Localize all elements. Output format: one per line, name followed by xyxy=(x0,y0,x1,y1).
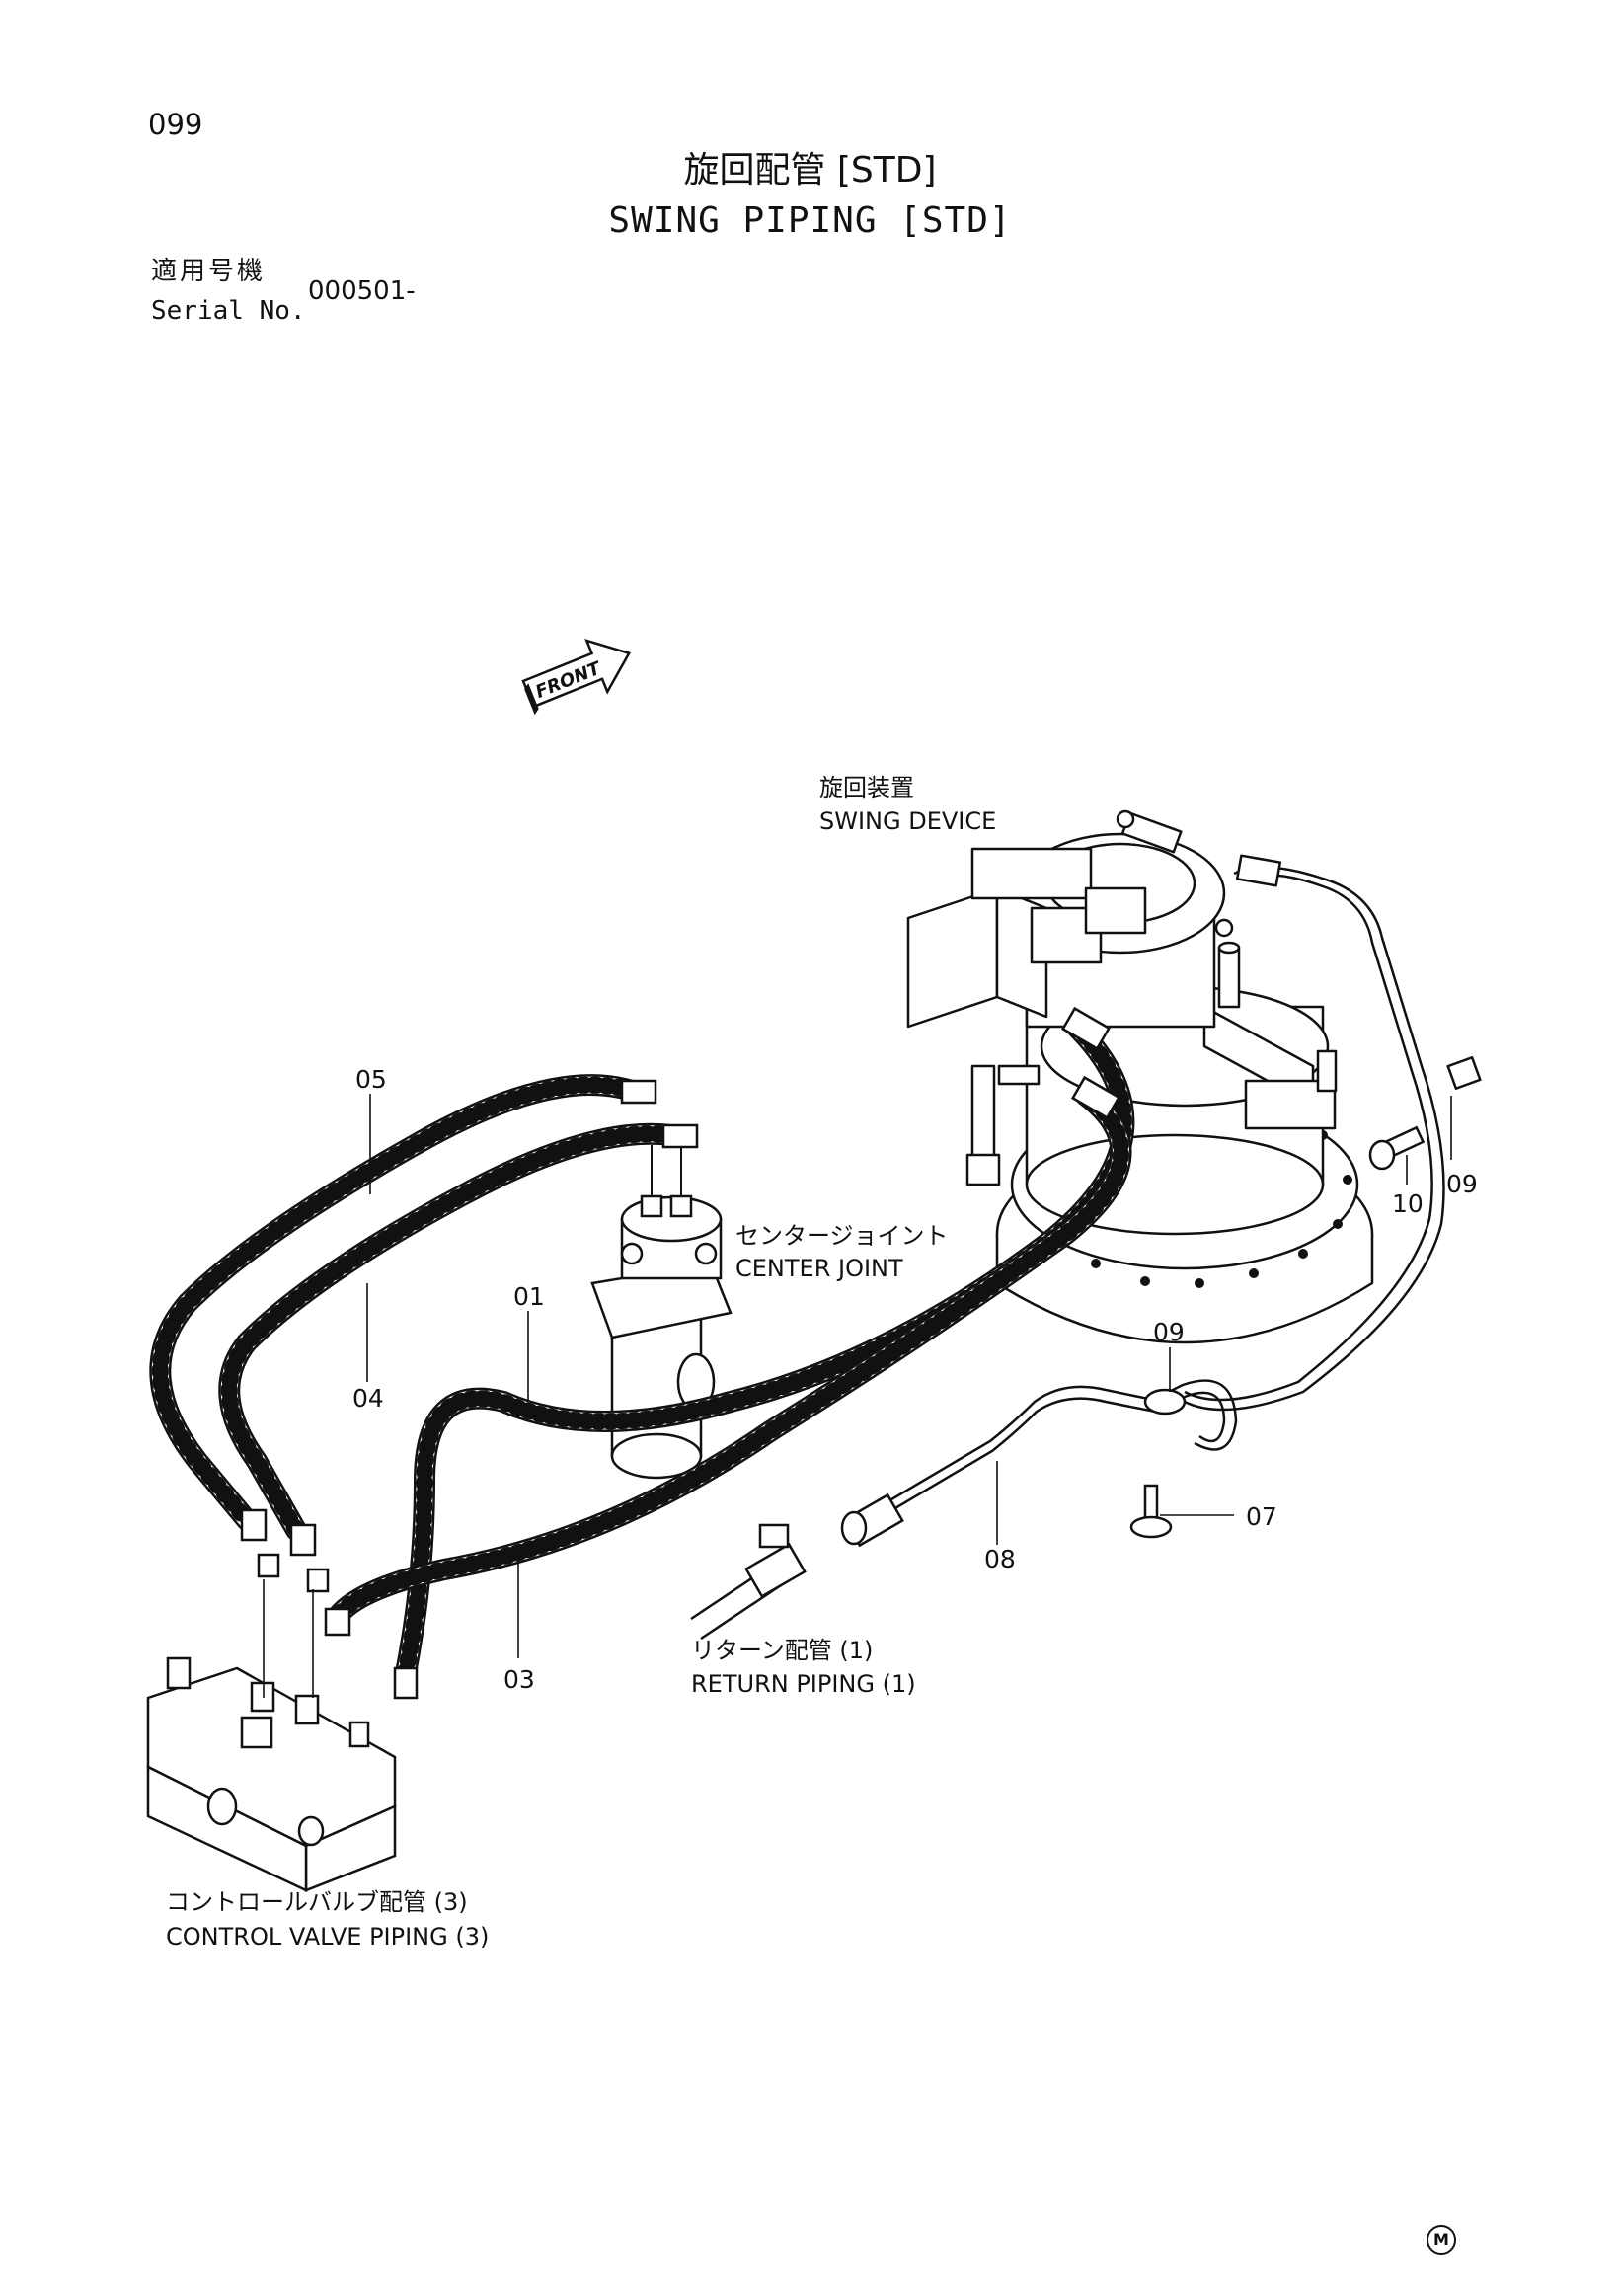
front-arrow-icon: FRONT xyxy=(521,638,632,716)
leader-lines xyxy=(263,1094,1452,1698)
part-number-01: 01 xyxy=(513,1282,545,1311)
control-valve-piping-label-en: CONTROL VALVE PIPING (3) xyxy=(166,1923,489,1951)
center-joint-label-jp: センタージョイント xyxy=(735,1222,949,1250)
swing-device xyxy=(906,809,1482,1412)
clamp-and-bolt xyxy=(1129,1388,1187,1539)
return-piping-label-jp: リターン配管 (1) xyxy=(691,1637,873,1664)
part-number-05: 05 xyxy=(355,1065,387,1094)
part-numbers: 01 03 04 05 07 08 09 09 10 xyxy=(352,1065,1478,1694)
part-number-10: 10 xyxy=(1392,1189,1424,1218)
center-joint-label-en: CENTER JOINT xyxy=(735,1255,903,1282)
part-number-04: 04 xyxy=(352,1384,384,1413)
control-valve-piping-label-jp: コントロールバルブ配管 (3) xyxy=(166,1888,468,1916)
swing-device-label-en: SWING DEVICE xyxy=(819,807,996,835)
callout-labels: 旋回装置 SWING DEVICE センタージョイント CENTER JOINT… xyxy=(166,774,996,1951)
part-number-03: 03 xyxy=(503,1665,535,1694)
page-title-japanese: 旋回配管 [STD] xyxy=(683,150,937,191)
part-number-07: 07 xyxy=(1246,1502,1277,1531)
part-number-09-lower: 09 xyxy=(1153,1318,1185,1346)
control-valve xyxy=(146,1656,397,1892)
hoses xyxy=(149,1016,1135,1689)
return-piping-label-en: RETURN PIPING (1) xyxy=(691,1670,916,1698)
hose-fittings xyxy=(240,1006,1121,1700)
part-number-08: 08 xyxy=(984,1545,1016,1573)
return-piping-fitting xyxy=(690,1523,807,1641)
part-number-09-upper: 09 xyxy=(1446,1170,1478,1198)
center-joint xyxy=(590,1145,733,1480)
bolt-10 xyxy=(1368,1125,1426,1171)
page-number: 099 xyxy=(148,108,203,141)
serial-number-value: 000501- xyxy=(308,276,416,306)
corner-m-mark: M xyxy=(1427,2225,1456,2255)
serial-label-japanese: 適用号機 xyxy=(151,257,267,286)
page-title-english: SWING PIPING [STD] xyxy=(608,200,1012,241)
swing-device-label-jp: 旋回装置 xyxy=(819,774,914,802)
serial-label-english: Serial No. xyxy=(151,296,306,326)
